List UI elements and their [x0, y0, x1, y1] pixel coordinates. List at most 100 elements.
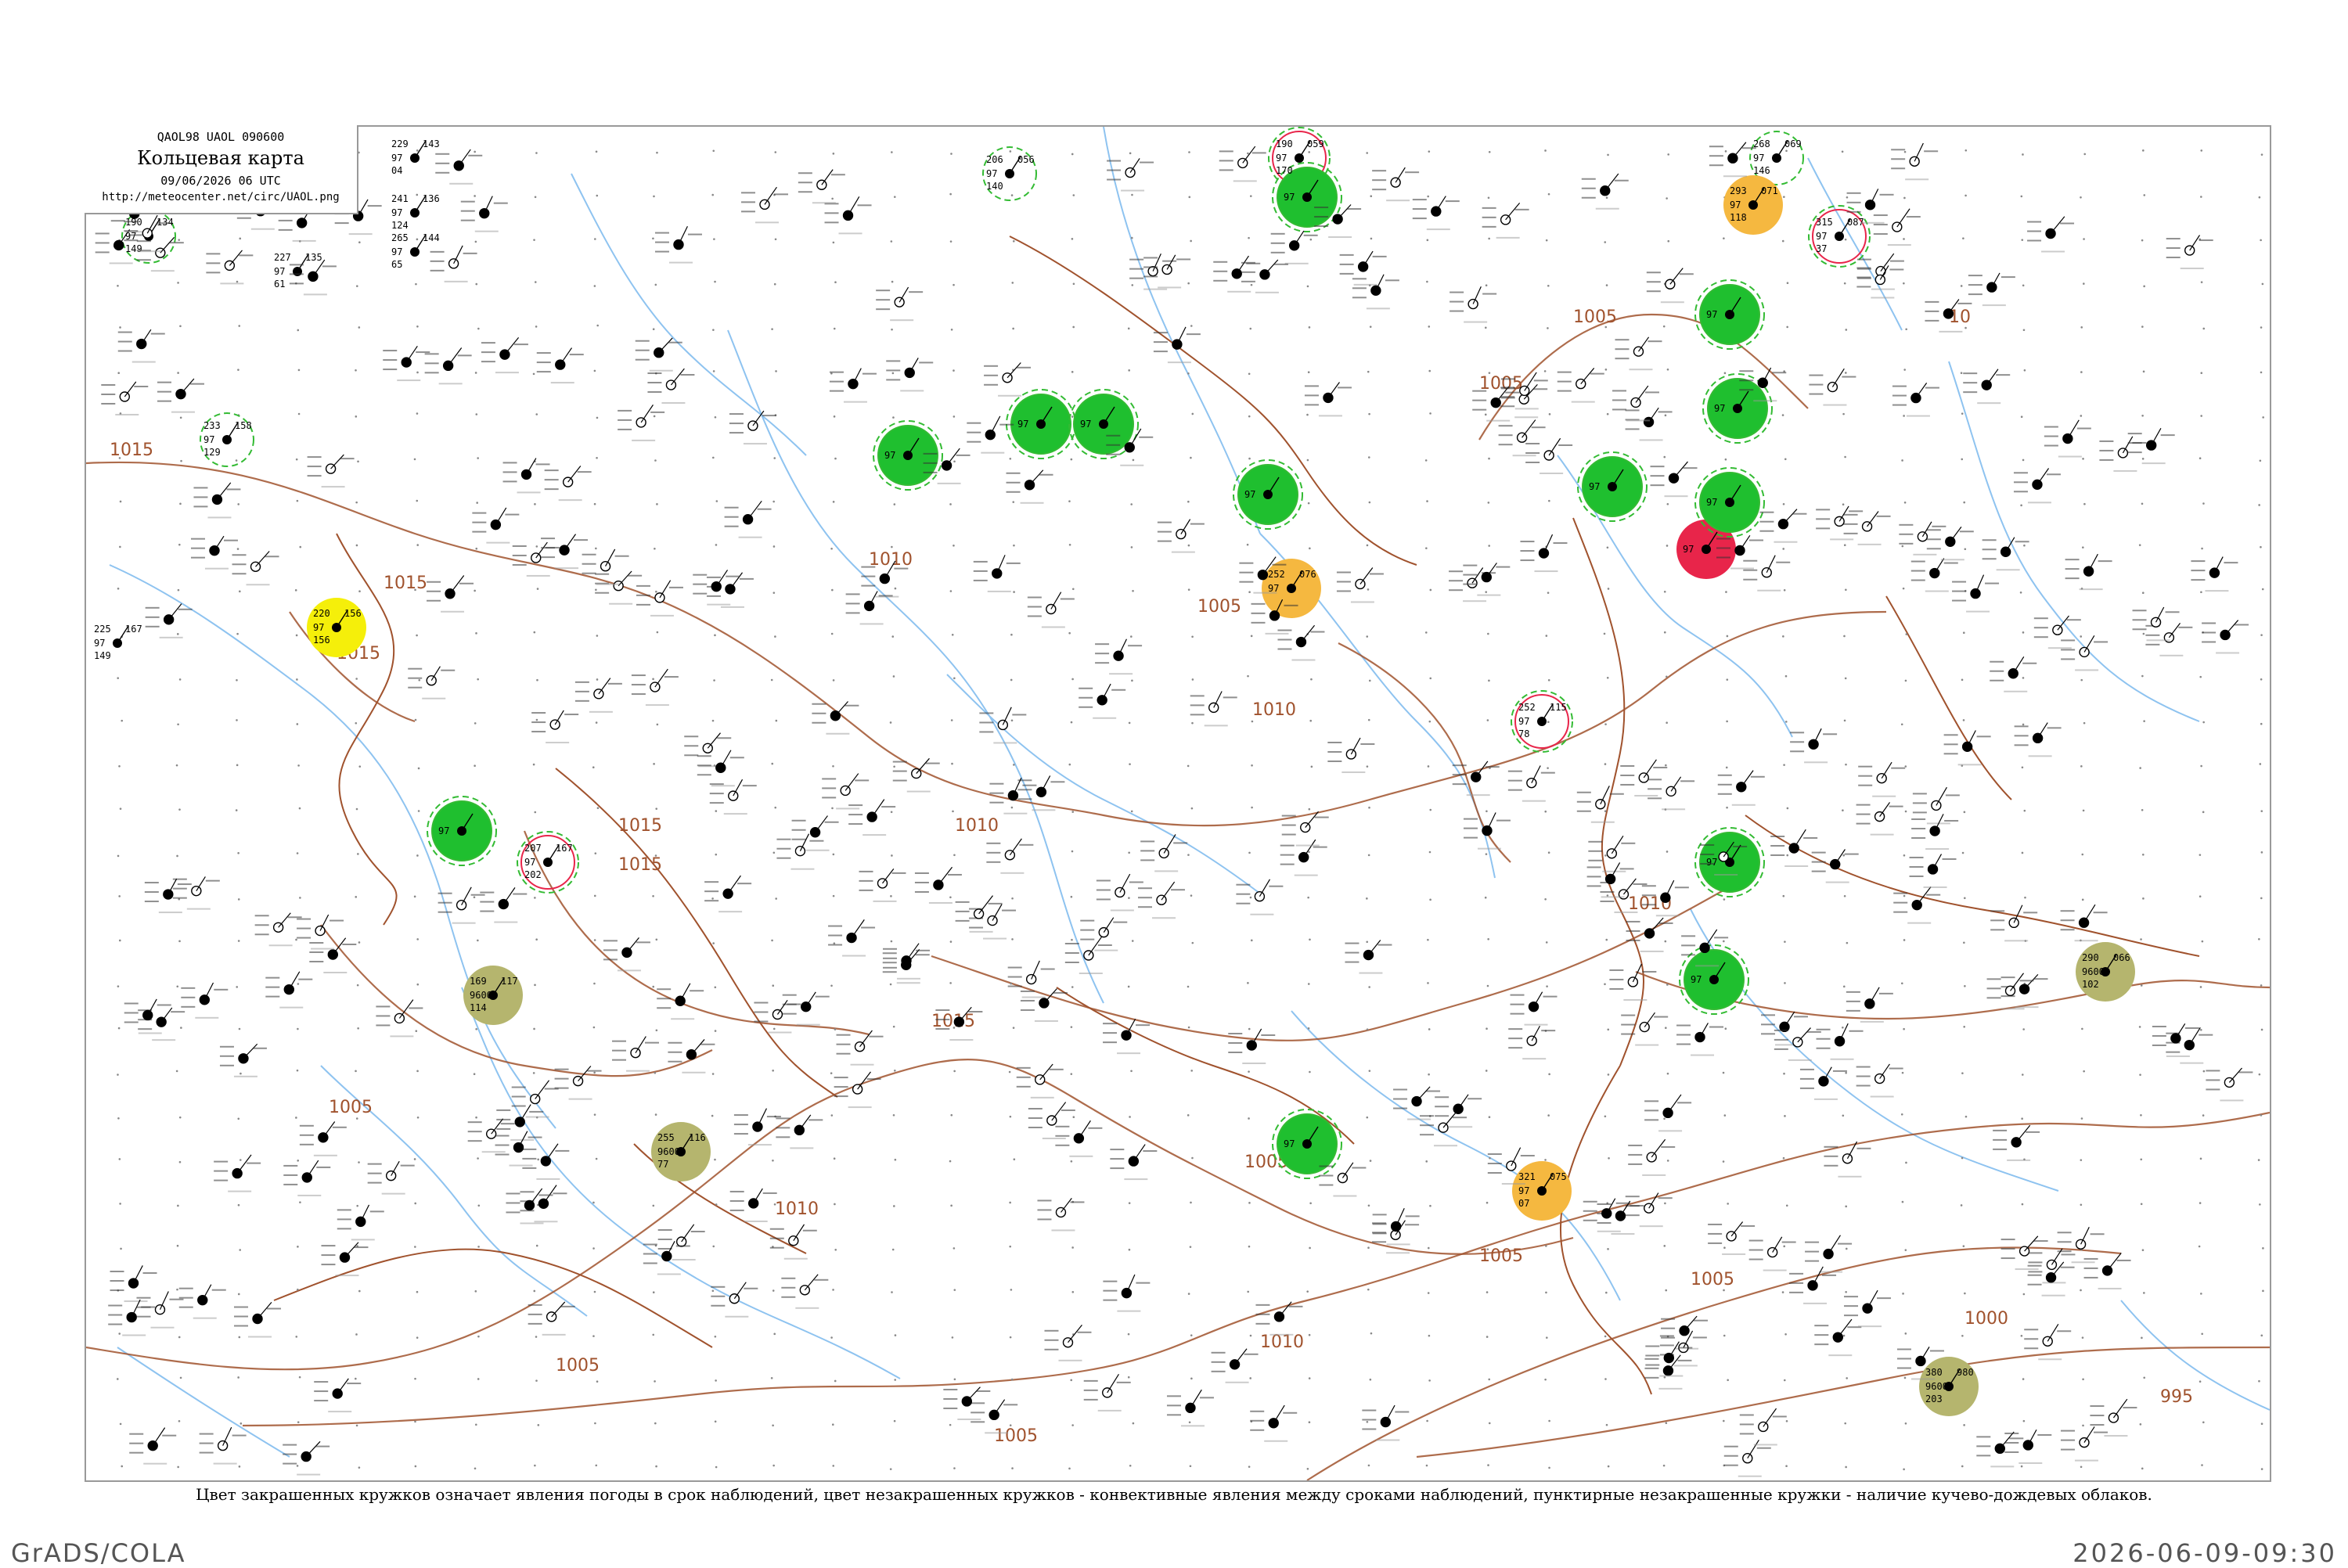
station-dew: 77	[657, 1159, 668, 1170]
station-glyph-mark	[1982, 539, 1997, 541]
wind-barb	[2228, 1067, 2242, 1083]
station-glyph-mark	[861, 566, 876, 568]
grid-dot	[1131, 284, 1134, 286]
wind-barb	[2013, 904, 2023, 923]
station-glyph-mark	[316, 1166, 331, 1168]
station-glyph-mark	[1137, 887, 1152, 890]
grid-dot	[1964, 1115, 1968, 1118]
station-glyph-mark	[1336, 590, 1351, 592]
station-glyph-mark	[1498, 434, 1513, 437]
grid-dot	[1722, 1071, 1725, 1074]
grid-dot	[714, 1158, 716, 1161]
station-temp: 97	[391, 153, 402, 164]
station-glyph-mark	[2090, 1415, 2105, 1417]
grid-dot	[295, 458, 298, 461]
grid-dot	[1249, 327, 1252, 330]
grid-dot	[2200, 196, 2202, 198]
grid-dot	[1247, 1290, 1249, 1293]
grid-dot	[355, 1333, 358, 1336]
wind-barb	[542, 1185, 557, 1204]
station-glyph-mark	[1692, 1336, 1707, 1339]
grid-dot	[474, 240, 477, 243]
grid-dot	[834, 281, 837, 284]
grid-dot	[237, 898, 240, 901]
river-line	[109, 564, 556, 1129]
station-glyph-mark	[1792, 512, 1807, 515]
station-glyph-mark	[1642, 970, 1657, 973]
grid-dot	[1309, 238, 1313, 241]
grid-dot	[2022, 1419, 2026, 1422]
grid-dot	[592, 1335, 595, 1337]
station-glyph-mark	[1816, 1028, 1831, 1030]
grid-dot	[1488, 150, 1491, 153]
grid-dot	[355, 369, 357, 372]
grid-dot	[893, 503, 896, 505]
grid-dot	[653, 415, 656, 418]
grid-dot	[296, 723, 299, 725]
station-glyph-mark	[457, 354, 472, 357]
wind-barb	[1879, 802, 1891, 817]
weather-station	[1856, 1063, 1903, 1098]
station-glyph-mark	[1824, 1145, 1838, 1148]
wind-barb	[733, 1282, 747, 1300]
grid-dot	[1842, 503, 1845, 506]
grid-dot	[237, 851, 239, 854]
station-glyph-mark	[635, 340, 650, 342]
station-glyph-mark	[1976, 1436, 1991, 1438]
weather-station	[754, 999, 801, 1034]
station-glyph-mark	[1892, 404, 1907, 406]
grid-dot	[1723, 237, 1725, 239]
station-glyph-mark	[2205, 590, 2229, 592]
station-glyph-mark	[1310, 631, 1325, 633]
station-glyph-mark	[162, 1434, 177, 1437]
weather-station	[2206, 1067, 2253, 1102]
station-glyph-mark	[2066, 619, 2081, 621]
grid-dot	[1131, 193, 1133, 196]
grid-dot	[1427, 1292, 1430, 1294]
grid-dot	[1845, 1290, 1847, 1293]
station-glyph-mark	[1816, 527, 1831, 530]
station-glyph-mark	[596, 583, 620, 585]
grid-dot	[238, 1336, 241, 1339]
grid-dot	[474, 1290, 477, 1293]
station-glyph-mark	[193, 496, 208, 498]
wind-barb	[2024, 1235, 2039, 1252]
station-glyph-mark	[1968, 293, 1982, 296]
wind-barb	[1870, 189, 1879, 206]
grid-dot	[2261, 588, 2264, 591]
grid-dot	[356, 984, 359, 987]
weather-station	[2000, 1235, 2048, 1271]
wind-barb	[1879, 1063, 1890, 1079]
grid-dot	[2260, 810, 2263, 812]
wind-barb	[1763, 1408, 1777, 1427]
station-glyph-mark	[969, 917, 984, 919]
weather-station	[582, 548, 629, 585]
weather-station	[1844, 1289, 1892, 1328]
grid-dot	[1663, 631, 1666, 634]
station-glyph-mark	[739, 577, 754, 580]
station-glyph-mark	[1879, 193, 1894, 196]
station-glyph-mark	[1891, 167, 1906, 170]
weather-station	[1129, 253, 1177, 290]
station-glyph-mark	[733, 1124, 748, 1126]
station-glyph-mark	[1386, 200, 1410, 202]
grid-dot	[1843, 635, 1846, 638]
wind-barb	[2151, 428, 2162, 446]
weather-station	[172, 876, 220, 910]
station-glyph-mark	[1748, 1258, 1763, 1261]
station-glyph-mark	[1372, 1223, 1387, 1225]
weather-station	[693, 570, 740, 606]
wind-barb	[733, 779, 744, 797]
weather-station	[1615, 336, 1662, 371]
station-glyph-mark	[2042, 1282, 2066, 1284]
station-glyph-mark	[309, 960, 324, 962]
grid-dot	[2022, 329, 2026, 332]
grid-dot	[474, 722, 477, 725]
wind-barb	[1176, 326, 1187, 345]
wind-barb	[1684, 1315, 1698, 1332]
station-glyph-mark	[2094, 641, 2109, 643]
grid-dot	[1905, 1161, 1907, 1164]
grid-dot	[355, 544, 358, 547]
grid-dot	[1427, 195, 1429, 198]
station-glyph-mark	[1095, 662, 1110, 664]
